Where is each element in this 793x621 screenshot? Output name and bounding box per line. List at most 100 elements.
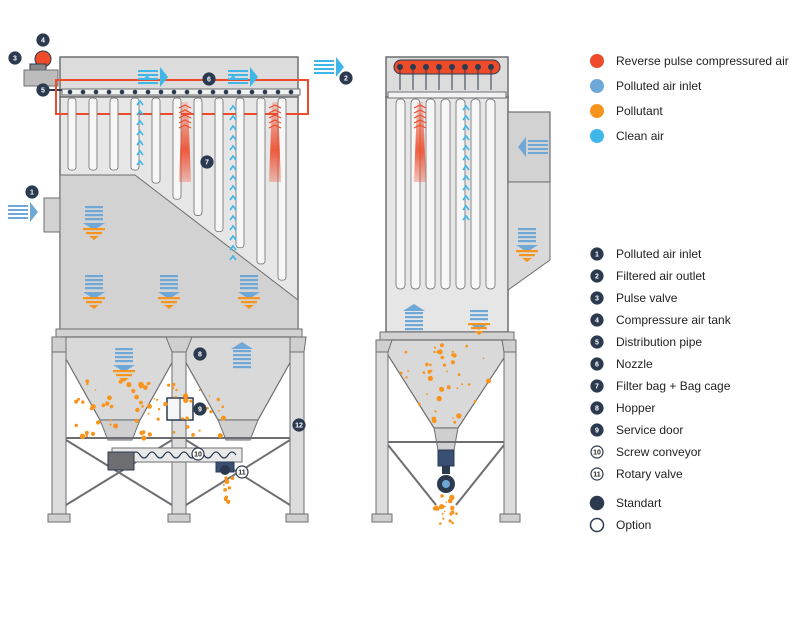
pollutant-particle: [113, 423, 119, 429]
pollutant-particle: [433, 350, 436, 354]
pollutant-particle: [216, 397, 220, 402]
pollutant-particle: [141, 405, 144, 408]
filter-bag: [130, 97, 140, 171]
valve-head: [423, 64, 429, 70]
filter-bags-layer: [67, 64, 496, 290]
pollutant-particle: [182, 393, 189, 399]
legend-label: Screw conveyor: [616, 445, 701, 459]
pollutant-particle: [443, 510, 446, 513]
pollutant-arrow: [158, 297, 180, 309]
pollutant-particle: [156, 417, 160, 421]
pollutant-particle: [223, 488, 228, 492]
filter-bag: [214, 97, 224, 233]
legend-number-badge: [590, 313, 604, 327]
pollutant-particle: [434, 410, 437, 413]
pollutant-particle: [429, 363, 432, 367]
pollutant-particle: [452, 417, 454, 419]
front-leg-left: [375, 351, 389, 521]
callout-9: 9: [193, 402, 207, 416]
legend-number: 2: [595, 274, 599, 281]
filter-bag: [455, 98, 466, 290]
pollutant-particle: [79, 433, 86, 439]
pulse-chevron: [413, 114, 427, 119]
nozzle: [210, 89, 216, 95]
callout-number: 1: [30, 190, 34, 197]
hopper-flange: [55, 328, 303, 338]
legend-number-badge: [590, 445, 604, 459]
legend-number-badge: [590, 357, 604, 371]
pollutant-particle: [221, 405, 225, 409]
pollutant-particle: [172, 430, 176, 434]
leg-cap-3: [289, 336, 307, 353]
screw-conveyor: [107, 447, 243, 471]
airflow-arrow: [83, 275, 105, 299]
filter-bag: [109, 97, 119, 171]
legend-label: Clean air: [616, 129, 664, 143]
pulse-chevron: [178, 109, 192, 114]
legend-label: Compressure air tank: [616, 313, 732, 327]
horizontal-flow-arrow: [138, 67, 168, 87]
legend-number: 3: [595, 296, 599, 303]
callout-8: 8: [193, 347, 207, 361]
callout-number: 10: [194, 452, 202, 459]
front-bracing: [387, 441, 505, 506]
pollutant-particle: [146, 382, 150, 386]
pollutant-particle: [456, 413, 462, 419]
pollutant-particle: [191, 433, 196, 437]
leg-foot-2: [167, 513, 191, 523]
pollutant-particle: [473, 400, 477, 403]
pulse-chevron: [268, 124, 282, 129]
callout-1: 1: [25, 185, 39, 199]
pollutant-particle: [157, 408, 161, 411]
legend-label: Hopper: [616, 401, 655, 415]
legend-number-badge: [590, 379, 604, 393]
pollutant-particle: [449, 494, 455, 501]
legend-number: 10: [593, 450, 601, 457]
legend-swatch: [590, 104, 604, 118]
nozzle: [145, 89, 151, 95]
pollutant-particle: [90, 431, 96, 436]
filter-bag: [440, 98, 451, 290]
callout-number: 8: [198, 352, 202, 359]
valve-head: [488, 64, 494, 70]
pollutant-particle: [175, 388, 178, 392]
callout-number: 6: [207, 77, 211, 84]
pollutant-particle: [94, 389, 97, 391]
valve-head: [397, 64, 403, 70]
legend-number: 9: [595, 428, 599, 435]
pulse-chevron: [178, 114, 192, 119]
pollutant-particle: [135, 407, 140, 413]
pollutant-particle: [174, 395, 177, 398]
legend-flow-item: Reverse pulse compressured air: [590, 54, 789, 68]
nozzle: [106, 89, 112, 95]
leg-cap-2: [165, 336, 193, 353]
nozzle: [197, 89, 203, 95]
pollutant-particle: [446, 385, 451, 390]
horizontal-flow-arrow: [314, 57, 344, 77]
pollutant-particle: [448, 519, 452, 523]
pulse-chevron: [268, 114, 282, 119]
front-tank: [393, 59, 501, 75]
leg-foot-3: [285, 513, 309, 523]
pollutant-particle: [147, 412, 150, 415]
callout-10: 10: [191, 447, 205, 461]
legend-type-item: Option: [589, 517, 651, 533]
pollutant-particle: [198, 429, 201, 432]
legend-number-badge: [590, 247, 604, 261]
pollutant-particle: [118, 379, 123, 384]
pulse-chevron: [268, 104, 282, 109]
pollutant-particle: [139, 400, 143, 405]
clean-air-arrow: [462, 104, 470, 221]
pollutant-particle: [185, 416, 190, 421]
legend-label: Option: [616, 518, 651, 532]
horizontal-flow-arrow: [8, 202, 38, 222]
legend-label: Standart: [616, 496, 662, 510]
pollutant-particle: [74, 423, 79, 428]
pollutant-particle: [427, 375, 433, 381]
pollutant-particle: [167, 383, 171, 387]
